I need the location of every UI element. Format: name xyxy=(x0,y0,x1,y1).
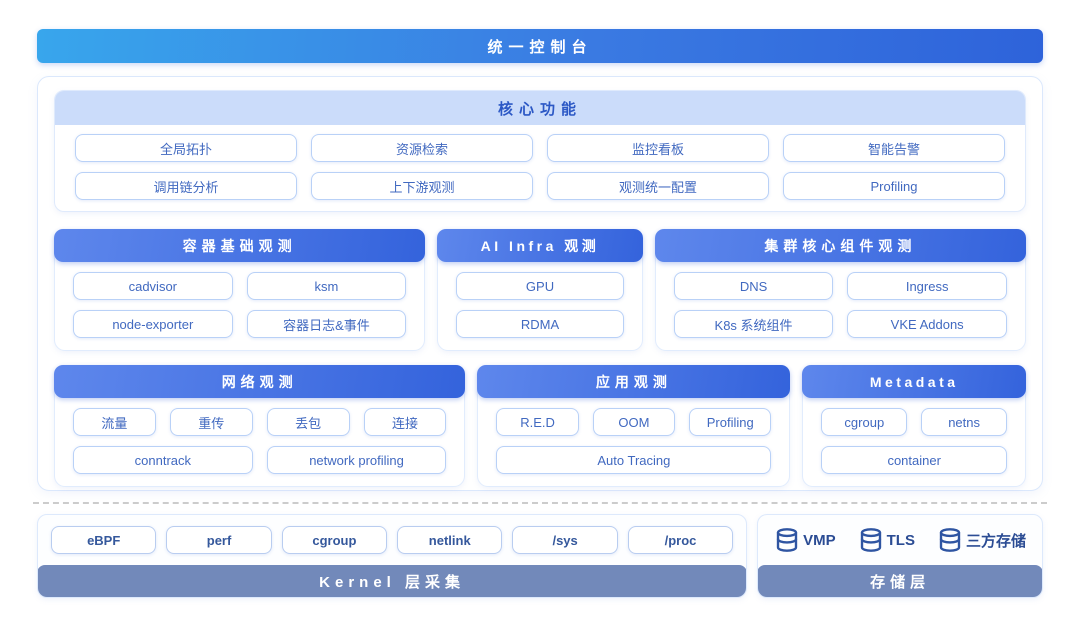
database-icon xyxy=(939,528,961,552)
core-functions-section: 核心功能 全局拓扑 资源检索 监控看板 智能告警 调用链分析 上下游观测 观测统… xyxy=(54,90,1026,212)
ai-infra-grid: GPU RDMA xyxy=(438,262,641,350)
metadata-title: Metadata xyxy=(869,373,959,390)
platform-card: 核心功能 全局拓扑 资源检索 监控看板 智能告警 调用链分析 上下游观测 观测统… xyxy=(37,76,1043,491)
app-obs-title: 应用观测 xyxy=(595,373,672,390)
chip-dns: DNS xyxy=(673,272,834,300)
chip-monitor-dashboard: 监控看板 xyxy=(547,134,769,162)
dashed-divider xyxy=(33,502,1047,504)
chip-sys: /sys xyxy=(512,526,618,554)
observation-row-2: 网络观测 流量 重传 丢包 连接 conntrack network profi… xyxy=(54,365,1026,487)
chip-kernel-cgroup: cgroup xyxy=(281,526,388,554)
storage-item-tls: TLS xyxy=(858,527,915,553)
storage-layer-footer: 存储层 xyxy=(758,565,1043,597)
cluster-core-header: 集群核心组件观测 xyxy=(654,229,1026,262)
chip-retransmission: 重传 xyxy=(169,408,253,436)
kernel-sources-row: eBPF perf cgroup netlink /sys /proc xyxy=(38,515,746,565)
storage-label-vmp: VMP xyxy=(803,531,836,549)
chip-connection: 连接 xyxy=(363,408,447,436)
storage-layer-card: VMP TLS xyxy=(757,514,1043,598)
chip-oom: OOM xyxy=(592,408,676,436)
kernel-layer-footer: Kernel 层采集 xyxy=(38,565,747,597)
core-functions-header: 核心功能 xyxy=(55,91,1025,125)
container-obs-header: 容器基础观测 xyxy=(54,229,426,262)
unified-console-title: 统一控制台 xyxy=(487,38,593,56)
chip-app-profiling: Profiling xyxy=(689,408,772,436)
chip-proc: /proc xyxy=(627,526,734,554)
chip-k8s-system-components: K8s 系统组件 xyxy=(673,310,834,338)
storage-layer-title: 存储层 xyxy=(870,574,931,591)
chip-netlink: netlink xyxy=(397,526,503,554)
app-obs-header: 应用观测 xyxy=(477,365,791,398)
chip-resource-search: 资源检索 xyxy=(311,134,533,162)
chip-auto-tracing: Auto Tracing xyxy=(496,446,772,474)
core-functions-grid: 全局拓扑 资源检索 监控看板 智能告警 调用链分析 上下游观测 观测统一配置 P… xyxy=(55,125,1025,211)
chip-global-topology: 全局拓扑 xyxy=(75,134,297,162)
app-obs-section: 应用观测 R.E.D OOM Profiling Auto Tracing xyxy=(477,365,791,487)
chip-container: container xyxy=(821,446,1007,474)
chip-vke-addons: VKE Addons xyxy=(847,310,1007,338)
chip-network-profiling: network profiling xyxy=(266,446,447,474)
chip-netns: netns xyxy=(921,408,1007,436)
storage-label-thirdparty: 三方存储 xyxy=(965,532,1026,550)
unified-console-banner: 统一控制台 xyxy=(37,29,1043,63)
chip-ksm: ksm xyxy=(246,272,407,300)
network-obs-grid: 流量 重传 丢包 连接 conntrack network profiling xyxy=(55,398,464,486)
chip-node-exporter: node-exporter xyxy=(73,310,233,338)
kernel-layer-card: eBPF perf cgroup netlink /sys /proc Kern… xyxy=(37,514,748,598)
chip-perf: perf xyxy=(166,526,272,554)
container-obs-title: 容器基础观测 xyxy=(182,237,297,254)
network-obs-section: 网络观测 流量 重传 丢包 连接 conntrack network profi… xyxy=(54,365,466,487)
metadata-section: Metadata cgroup netns container xyxy=(802,365,1026,487)
metadata-grid: cgroup netns container xyxy=(803,398,1025,486)
chip-red: R.E.D xyxy=(496,408,579,436)
storage-items-row: VMP TLS xyxy=(758,515,1042,565)
chip-rdma: RDMA xyxy=(456,310,624,338)
chip-ebpf: eBPF xyxy=(51,526,157,554)
ai-infra-section: AI Infra 观测 GPU RDMA xyxy=(437,229,643,351)
network-obs-title: 网络观测 xyxy=(221,373,298,390)
chip-unified-obs-config: 观测统一配置 xyxy=(547,172,769,200)
chip-cgroup: cgroup xyxy=(821,408,908,436)
chip-trace-analysis: 调用链分析 xyxy=(75,172,297,200)
chip-conntrack: conntrack xyxy=(73,446,253,474)
database-icon xyxy=(776,528,798,552)
storage-label-tls: TLS xyxy=(886,531,915,549)
ai-infra-header: AI Infra 观测 xyxy=(437,229,643,262)
chip-packet-loss: 丢包 xyxy=(266,408,350,436)
chip-smart-alerting: 智能告警 xyxy=(783,134,1005,162)
kernel-layer-title: Kernel 层采集 xyxy=(319,574,465,591)
app-obs-grid: R.E.D OOM Profiling Auto Tracing xyxy=(478,398,789,486)
metadata-header: Metadata xyxy=(802,365,1026,398)
chip-gpu: GPU xyxy=(456,272,624,300)
cluster-core-section: 集群核心组件观测 DNS Ingress K8s 系统组件 VKE Addons xyxy=(654,229,1026,351)
chip-container-logs-events: 容器日志&事件 xyxy=(246,310,407,338)
storage-item-thirdparty: 三方存储 xyxy=(937,527,1026,553)
chip-traffic: 流量 xyxy=(73,408,156,436)
chip-profiling: Profiling xyxy=(783,172,1005,200)
chip-ingress: Ingress xyxy=(847,272,1007,300)
database-icon xyxy=(860,528,881,552)
bottom-layers: eBPF perf cgroup netlink /sys /proc Kern… xyxy=(37,514,1043,598)
core-functions-title: 核心功能 xyxy=(497,100,582,118)
network-obs-header: 网络观测 xyxy=(54,365,466,398)
storage-item-vmp: VMP xyxy=(774,527,836,553)
container-obs-grid: cadvisor ksm node-exporter 容器日志&事件 xyxy=(55,262,424,350)
ai-infra-title: AI Infra 观测 xyxy=(480,237,600,254)
cluster-core-grid: DNS Ingress K8s 系统组件 VKE Addons xyxy=(656,262,1025,350)
container-obs-section: 容器基础观测 cadvisor ksm node-exporter 容器日志&事… xyxy=(54,229,426,351)
chip-updown-stream-obs: 上下游观测 xyxy=(311,172,533,200)
chip-cadvisor: cadvisor xyxy=(73,272,233,300)
observation-row-1: 容器基础观测 cadvisor ksm node-exporter 容器日志&事… xyxy=(54,229,1026,351)
cluster-core-title: 集群核心组件观测 xyxy=(764,237,917,254)
